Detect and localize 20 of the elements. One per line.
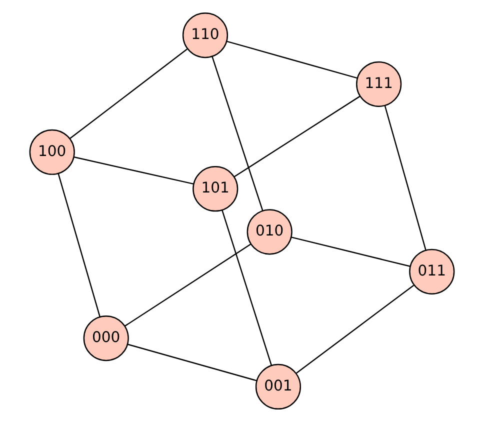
connector: [69, 48, 188, 140]
node-circle: 011: [409, 248, 455, 294]
connector: [384, 106, 426, 250]
node-circle: 110: [182, 12, 228, 58]
node-circle: 001: [255, 364, 302, 410]
connector: [124, 244, 251, 327]
connector: [291, 236, 410, 267]
connector: [212, 56, 264, 211]
connector: [234, 96, 360, 178]
connector: [222, 210, 272, 366]
node-circle: 100: [29, 129, 75, 175]
connector: [128, 344, 257, 382]
connector: [58, 174, 101, 318]
connector: [74, 156, 194, 185]
node-circle: 111: [356, 61, 402, 107]
node-circle: 000: [83, 315, 129, 362]
node-circle: 010: [246, 209, 292, 255]
connector: [226, 40, 358, 79]
node-circle: 101: [192, 166, 238, 212]
connector: [296, 284, 414, 374]
